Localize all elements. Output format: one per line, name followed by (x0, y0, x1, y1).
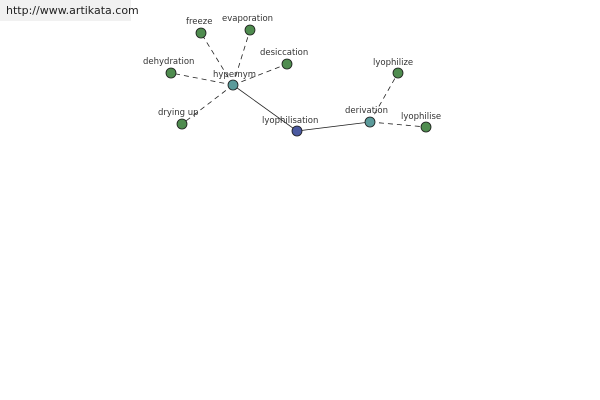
node-desiccation-label: desiccation (260, 48, 308, 58)
edge-hypernym-dehydration (170, 72, 234, 86)
node-freeze-dot[interactable] (195, 27, 207, 39)
node-derivation-dot[interactable] (364, 116, 376, 128)
node-evaporation-dot[interactable] (244, 24, 256, 36)
node-hypernym[interactable]: hypernym (213, 70, 256, 91)
edge-hypernym-evaporation (232, 29, 251, 86)
node-freeze-label: freeze (186, 17, 212, 27)
node-lyophilise-dot[interactable] (420, 121, 432, 133)
edge-lyophilisation-derivation (296, 121, 371, 132)
edge-derivation-lyophilise (369, 121, 427, 128)
edge-hypernym-freeze (200, 32, 234, 86)
node-freeze[interactable]: freeze (186, 17, 212, 39)
node-dehydration-dot[interactable] (165, 67, 177, 79)
node-lyophilise[interactable]: lyophilise (401, 112, 441, 133)
node-evaporation[interactable]: evaporation (222, 14, 273, 36)
node-derivation[interactable]: derivation (345, 106, 388, 128)
node-hypernym-dot[interactable] (227, 79, 239, 91)
edge-hypernym-drying-up (181, 84, 234, 125)
node-drying-up[interactable]: drying up (158, 108, 199, 130)
node-desiccation-dot[interactable] (281, 58, 293, 70)
node-dehydration[interactable]: dehydration (143, 57, 194, 79)
node-dehydration-label: dehydration (143, 57, 194, 67)
node-drying-up-label: drying up (158, 108, 199, 118)
node-lyophilisation-dot[interactable] (291, 125, 303, 137)
node-drying-up-dot[interactable] (176, 118, 188, 130)
node-lyophilisation-label: lyophilisation (262, 116, 318, 126)
node-evaporation-label: evaporation (222, 14, 273, 24)
node-lyophilisation[interactable]: lyophilisation (262, 116, 318, 137)
node-desiccation[interactable]: desiccation (260, 48, 308, 70)
edge-derivation-lyophilize (369, 72, 399, 123)
source-link[interactable]: http://www.artikata.com (0, 0, 139, 21)
node-lyophilize-label: lyophilize (373, 58, 413, 68)
node-lyophilise-label: lyophilise (401, 112, 441, 122)
node-lyophilize-dot[interactable] (392, 67, 404, 79)
node-derivation-label: derivation (345, 106, 388, 116)
edge-hypernym-desiccation (232, 63, 288, 86)
node-lyophilize[interactable]: lyophilize (373, 58, 413, 79)
edge-lyophilisation-hypernym (232, 84, 298, 132)
node-hypernym-label: hypernym (213, 70, 256, 80)
